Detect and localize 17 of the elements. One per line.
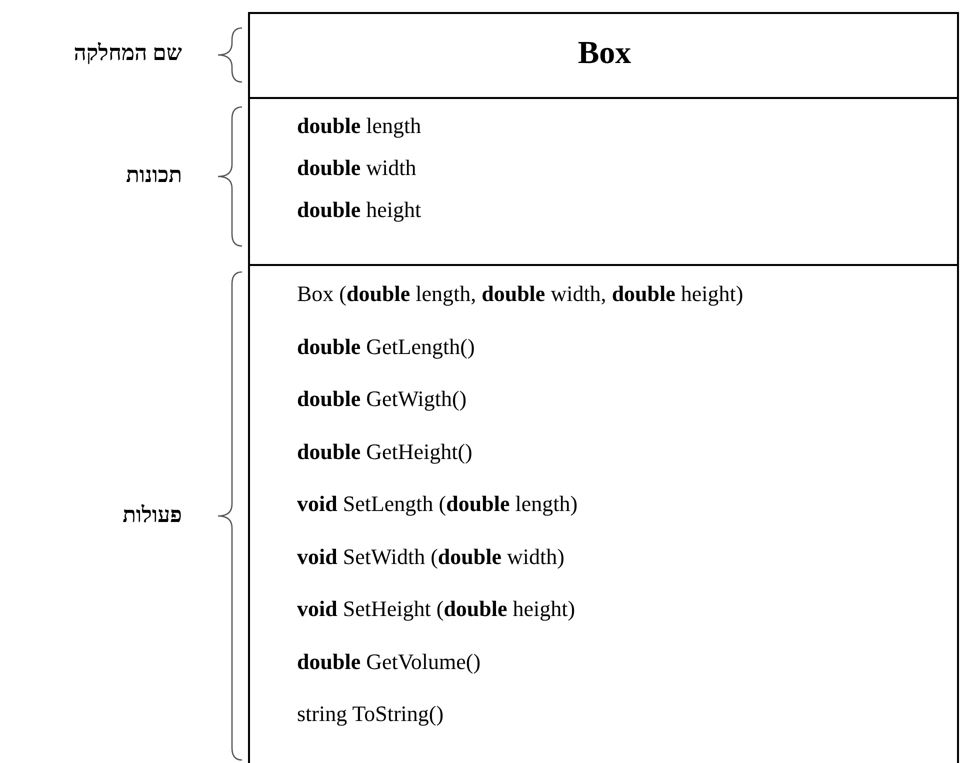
method-text: string ToString() (297, 701, 444, 727)
method-text: void SetHeight (double height) (297, 596, 576, 622)
method-text: double GetLength() (297, 334, 475, 360)
method-text: void SetLength (double length) (297, 491, 578, 517)
compartment-label: פעולות (122, 502, 182, 528)
method-text: double GetWigth() (297, 386, 467, 412)
method-text: double GetVolume() (297, 648, 481, 674)
method-text: Box (double length, double width, double height) (297, 281, 744, 307)
compartment-label: שם המחלקה (74, 40, 182, 66)
method-text: double GetHeight() (297, 438, 472, 464)
class-box (248, 12, 959, 763)
compartment-label: תכונות (126, 162, 182, 188)
attribute-text: double width (297, 155, 416, 181)
method-text: void SetWidth (double width) (297, 544, 564, 570)
attribute-text: double length (297, 113, 422, 139)
attribute-text: double height (297, 197, 422, 223)
class-name: Box (576, 34, 632, 71)
